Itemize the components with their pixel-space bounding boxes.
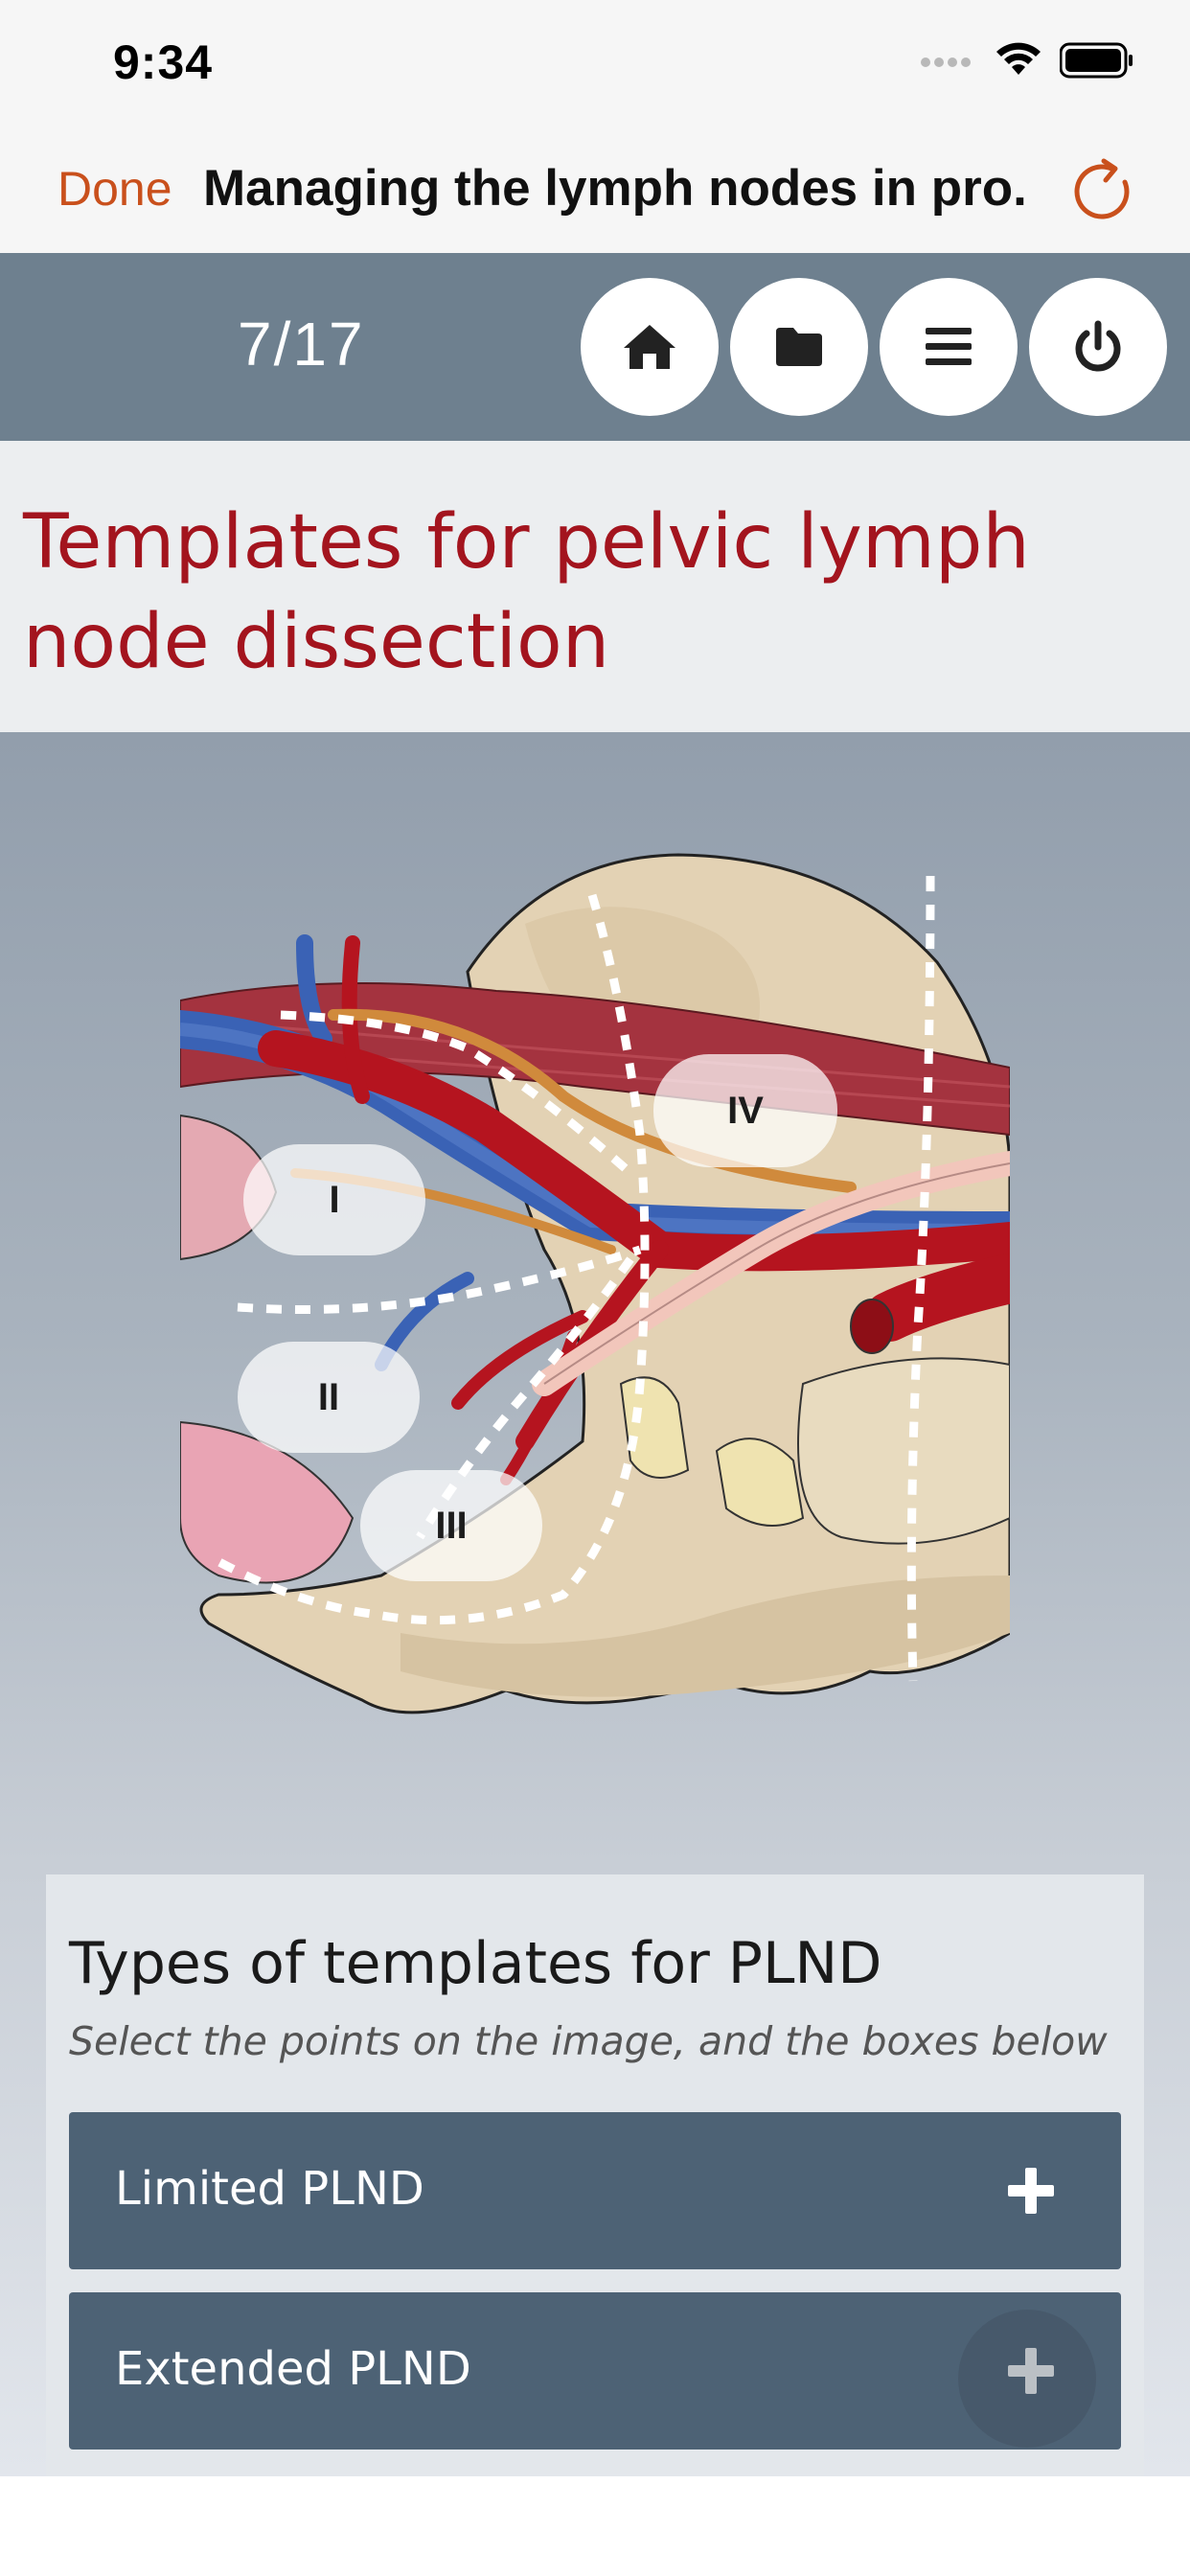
floating-button-shadow	[958, 2310, 1096, 2448]
hamburger-menu-icon	[926, 328, 972, 365]
refresh-icon[interactable]	[1069, 157, 1140, 228]
templates-card: Types of templates for PLND Select the p…	[46, 1874, 1144, 2476]
power-icon	[1075, 320, 1121, 372]
accordion-limited-plnd[interactable]: Limited PLND	[69, 2112, 1121, 2269]
bottom-safe-area	[0, 2476, 1190, 2576]
accordion-label: Limited PLND	[115, 2162, 424, 2216]
card-subtitle: Select the points on the image, and the …	[69, 2018, 1108, 2064]
slide-counter: 7/17	[238, 310, 365, 379]
cellular-signal-icon	[921, 58, 971, 67]
status-icons	[920, 42, 1134, 79]
home-icon	[624, 325, 675, 369]
status-time: 9:34	[113, 35, 214, 89]
menu-button[interactable]	[880, 278, 1018, 416]
wifi-icon	[996, 42, 1041, 75]
plus-icon	[1008, 2168, 1054, 2214]
accordion-label: Extended PLND	[115, 2342, 471, 2396]
card-heading: Types of templates for PLND	[69, 1930, 882, 1997]
pelvic-anatomy-illustration	[180, 853, 1010, 1714]
status-bar: 9:34	[0, 0, 1190, 134]
home-button[interactable]	[581, 278, 719, 416]
title-band: Templates for pelvic lymph node dissecti…	[0, 441, 1190, 732]
battery-icon	[1060, 42, 1133, 79]
navigation-bar: Done Managing the lymph nodes in pro...	[0, 134, 1190, 253]
plus-icon	[1008, 2348, 1054, 2394]
done-button[interactable]: Done	[57, 162, 172, 216]
folder-icon	[776, 328, 822, 366]
region-label-i[interactable]: I	[243, 1144, 425, 1255]
region-label-iv[interactable]: IV	[653, 1054, 837, 1167]
slide-toolbar: 7/17	[0, 253, 1190, 441]
region-label-iii[interactable]: III	[360, 1470, 542, 1581]
accordion-extended-plnd[interactable]: Extended PLND	[69, 2292, 1121, 2450]
power-button[interactable]	[1029, 278, 1167, 416]
content-area: I II III IV Types of templates for PLND …	[0, 732, 1190, 2476]
folder-button[interactable]	[730, 278, 868, 416]
nav-title: Managing the lymph nodes in pro...	[203, 160, 1027, 217]
region-label-ii[interactable]: II	[238, 1342, 420, 1453]
page-title: Templates for pelvic lymph node dissecti…	[23, 499, 1030, 685]
